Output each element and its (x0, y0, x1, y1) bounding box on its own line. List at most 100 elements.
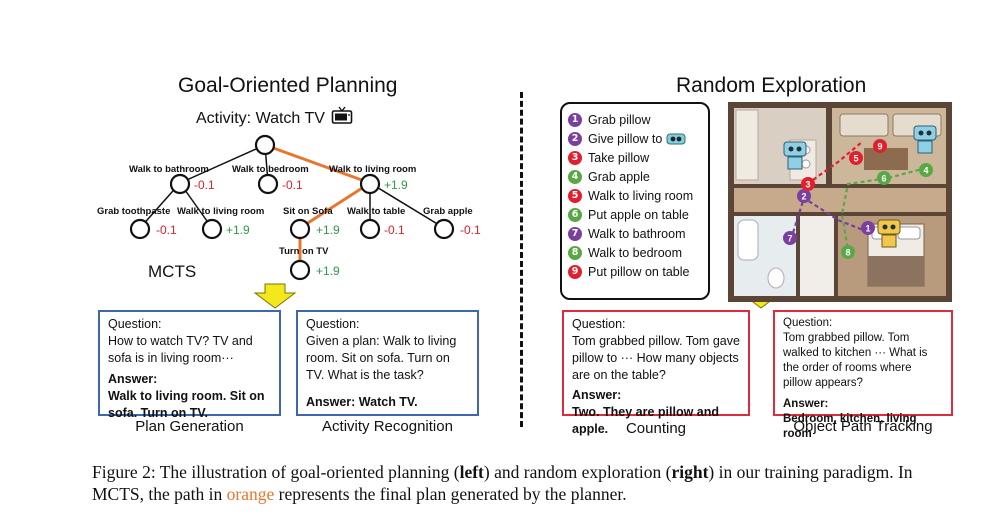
legend-step-badge: 4 (568, 169, 582, 184)
score: -0.1 (460, 223, 481, 237)
hallway (734, 188, 946, 212)
legend-label: Grab apple (588, 169, 650, 184)
legend-step-badge: 3 (568, 150, 582, 165)
step-marker: 8 (845, 248, 850, 258)
legend-item: 5 Walk to living room (568, 186, 702, 205)
legend-item: 4 Grab apple (568, 167, 702, 186)
edge-label: Walk to bathroom (129, 164, 209, 175)
bed-blanket (868, 256, 924, 286)
plan-generation-caption: Plan Generation (135, 418, 244, 435)
answer-label: Answer: (783, 398, 829, 410)
score: -0.1 (156, 223, 177, 237)
robot-icon (783, 141, 807, 170)
closet (800, 216, 834, 296)
legend-step-badge: 9 (568, 264, 582, 279)
tree-node (359, 218, 381, 240)
step-marker: 7 (787, 234, 792, 244)
edge-label: Grab apple (423, 206, 473, 217)
tree-node (359, 173, 381, 195)
step-marker: 5 (853, 154, 858, 164)
caption-bold-left: left (459, 462, 484, 482)
object-path-tracking-caption: Object Path Tracking (793, 418, 933, 435)
legend-step-badge: 1 (568, 112, 582, 127)
edge-label: Walk to living room (329, 164, 416, 175)
answer-text: Two. They are pillow and apple. (572, 405, 720, 436)
score: -0.1 (194, 178, 215, 192)
section-divider (520, 92, 523, 427)
step-marker: 6 (881, 174, 886, 184)
legend-label: Take pillow (588, 150, 650, 165)
edge-label: Grab toothpaste (97, 206, 170, 217)
goal-planning-title: Goal-Oriented Planning (178, 74, 398, 97)
score: -0.1 (282, 178, 303, 192)
score: -0.1 (384, 223, 405, 237)
tv-icon (332, 106, 353, 124)
legend-label: Put apple on table (588, 207, 689, 222)
tree-node (129, 218, 151, 240)
counting-box: Question: Tom grabbed pillow. Tom gave p… (562, 310, 750, 436)
legend-label: Walk to living room (588, 188, 694, 203)
edge-label: Turn on TV (279, 246, 329, 257)
legend-item: 2 Give pillow to (568, 129, 702, 148)
answer-label: Answer: (572, 388, 622, 402)
bathtub (737, 219, 759, 261)
legend-step-badge: 8 (568, 245, 582, 260)
legend-step-badge: 5 (568, 188, 582, 203)
legend-step-badge: 7 (568, 226, 582, 241)
robot-icon (877, 219, 901, 248)
tree-node-root (254, 134, 276, 156)
score: +1.9 (316, 223, 340, 237)
edge-label: Walk to living room (177, 206, 264, 217)
question-text: Tom grabbed pillow. Tom gave pillow to ·… (572, 334, 740, 382)
mcts-label: MCTS (148, 262, 197, 281)
arrow-down-icon (254, 283, 296, 309)
coffee-table (864, 148, 908, 170)
path-purple (790, 196, 869, 237)
activity-recognition-caption: Activity Recognition (322, 418, 453, 435)
score: +1.9 (316, 264, 340, 278)
caption-text: represents the final plan generated by t… (274, 484, 627, 504)
plan-generation-box: Question: How to watch TV? TV and sofa i… (98, 310, 281, 420)
plan-edge (264, 143, 371, 185)
activity-recognition-box: Question: Given a plan: Walk to living r… (296, 310, 479, 416)
path-green (840, 166, 927, 251)
caption-bold-right: right (671, 462, 709, 482)
step-marker: 9 (877, 142, 882, 152)
legend-step-badge: 2 (568, 131, 582, 146)
score: +1.9 (384, 178, 408, 192)
tree-node (433, 218, 455, 240)
robot-icon (666, 133, 686, 144)
question-text: How to watch TV? TV and sofa is in livin… (108, 334, 253, 365)
mcts-tree: Walk to bathroom Walk to bedroom Walk to… (97, 134, 481, 281)
sofa (839, 113, 889, 137)
caption-text: Figure 2: The illustration of goal-orien… (92, 462, 460, 482)
plan-edge (299, 181, 371, 230)
figure-caption: Figure 2: The illustration of goal-orien… (92, 461, 958, 505)
tree-edge (369, 182, 445, 229)
tree-node (201, 218, 223, 240)
stove-burner (801, 159, 811, 169)
legend-label: Give pillow to (588, 131, 663, 146)
answer-text: Walk to living room. Sit on sofa. Turn o… (108, 389, 265, 420)
caption-text: ) and random exploration ( (483, 462, 672, 482)
tree-edge (179, 144, 266, 184)
question-text: Tom grabbed pillow. Tom walked to kitche… (783, 332, 928, 389)
answer-text: Answer: Watch TV. (306, 395, 418, 409)
legend-item: 3 Take pillow (568, 148, 702, 167)
question-label: Question: (108, 317, 162, 331)
step-marker: 1 (865, 224, 870, 234)
score: +1.9 (226, 223, 250, 237)
question-label: Question: (306, 317, 360, 331)
legend-label: Walk to bathroom (588, 226, 686, 241)
legend-label: Put pillow on table (588, 264, 690, 279)
edge-label: Walk to table (347, 206, 405, 217)
step-marker: 4 (923, 166, 928, 176)
question-label: Question: (783, 317, 833, 329)
pillow (897, 226, 921, 240)
robot-icon (913, 125, 937, 154)
